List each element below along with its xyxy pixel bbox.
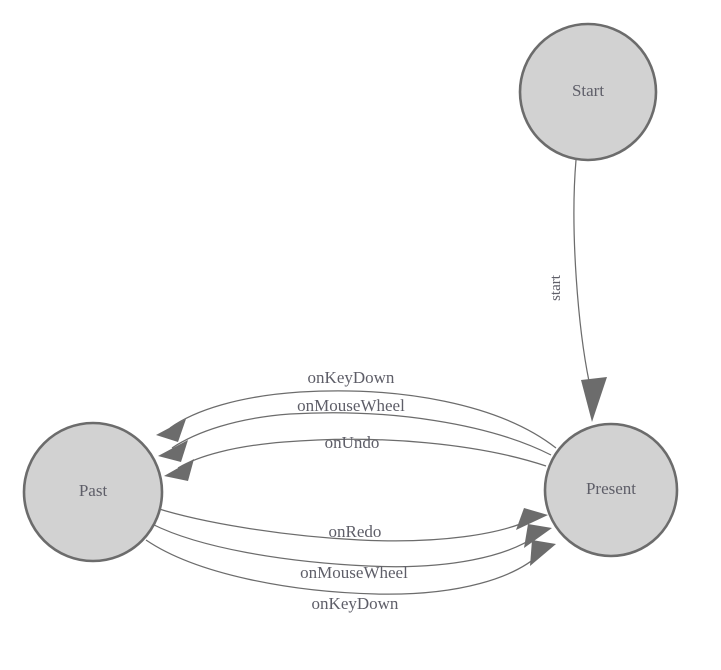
edge-label-past-present-onredo: onRedo	[329, 522, 382, 541]
edge-present-to-past-onkeydown[interactable]	[156, 390, 557, 449]
node-past-label: Past	[79, 481, 108, 500]
node-present[interactable]: Present	[543, 422, 679, 558]
edge-past-to-present-onredo-path	[155, 507, 531, 542]
edge-label-start: start	[548, 274, 564, 301]
node-start[interactable]: Start	[518, 22, 658, 162]
edge-past-to-present-onmousewheel[interactable]	[151, 523, 552, 568]
edge-label-past-present-onkeydown: onKeyDown	[312, 594, 399, 613]
edge-present-to-past-onkeydown-arrowhead	[156, 419, 186, 442]
edge-start-to-present-path	[573, 159, 591, 387]
node-present-circle	[543, 422, 679, 558]
edge-present-to-past-onmousewheel[interactable]	[158, 412, 552, 462]
edge-label-present-past-onmousewheel: onMouseWheel	[297, 396, 405, 415]
edge-past-to-present-onredo-arrowhead	[516, 508, 548, 530]
node-start-circle	[518, 22, 658, 162]
edge-past-to-present-onkeydown[interactable]	[145, 539, 556, 595]
edge-start-to-present-arrowhead	[581, 377, 607, 422]
edge-present-to-past-onundo[interactable]	[164, 438, 547, 481]
node-past-circle	[22, 421, 164, 563]
edge-present-to-past-onundo-arrowhead	[164, 459, 194, 481]
edge-past-to-present-onmousewheel-path	[151, 523, 537, 568]
edge-start-to-present[interactable]: start	[548, 159, 607, 422]
node-past[interactable]: Past	[22, 421, 164, 563]
edge-label-past-present-onmousewheel: onMouseWheel	[300, 563, 408, 582]
edge-present-to-past-onkeydown-path	[169, 390, 557, 449]
edge-present-to-past-onundo-path	[177, 438, 547, 469]
edge-past-to-present-onredo[interactable]	[155, 507, 548, 542]
edge-past-to-present-onmousewheel-arrowhead	[524, 524, 552, 548]
edge-past-to-present-onkeydown-path	[145, 539, 543, 595]
edge-past-to-present-onkeydown-arrowhead	[530, 540, 556, 566]
node-present-label: Present	[586, 479, 636, 498]
edge-label-present-past-onkeydown: onKeyDown	[308, 368, 395, 387]
edge-present-to-past-onmousewheel-arrowhead	[158, 440, 188, 462]
node-start-label: Start	[572, 81, 604, 100]
edge-present-to-past-onmousewheel-path	[171, 412, 552, 456]
edge-label-present-past-onundo: onUndo	[325, 433, 380, 452]
